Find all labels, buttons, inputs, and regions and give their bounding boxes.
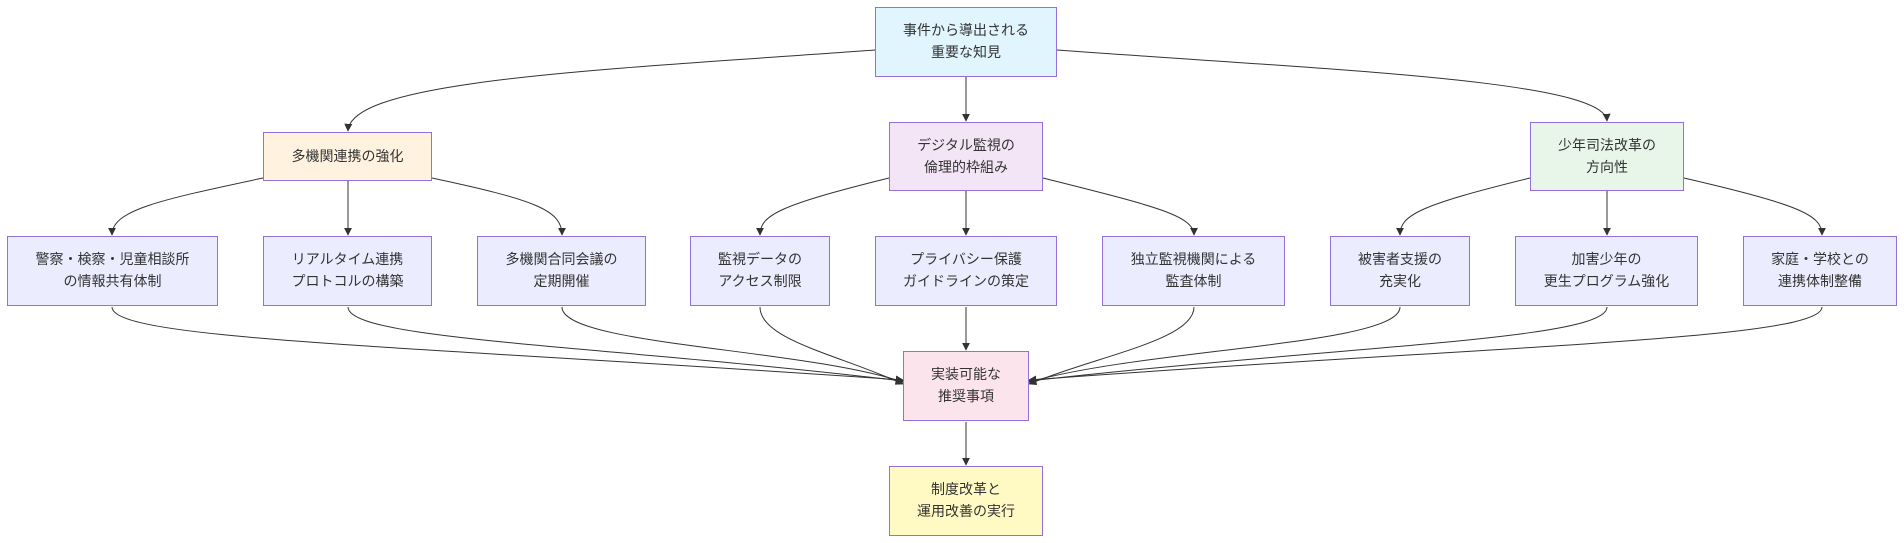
edge-leaf8-recommend: [1028, 306, 1608, 385]
edge-leaf2-recommend: [347, 306, 904, 385]
node-key-insights-line1: 事件から導出される: [903, 23, 1029, 39]
edge-leaf6-recommend: [1028, 306, 1195, 385]
node-data-access-line2: アクセス制限: [718, 274, 802, 290]
node-multi-agency: 多機関連携の強化: [263, 132, 432, 181]
edge-multi-leaf1: [108, 177, 264, 236]
node-rehabilitation-line2: 更生プログラム強化: [1543, 274, 1670, 290]
node-juvenile-justice: 少年司法改革の 方向性: [1530, 122, 1684, 191]
node-juvenile-justice-line2: 方向性: [1586, 159, 1628, 176]
node-digital-ethics: デジタル監視の 倫理的枠組み: [889, 122, 1043, 191]
node-independent-audit-line2: 監査体制: [1165, 274, 1222, 290]
node-execution-line1: 制度改革と: [931, 482, 1001, 498]
edge-juvenile-leaf9: [1683, 177, 1826, 236]
node-realtime-protocol: リアルタイム連携 プロトコルの構築: [263, 236, 432, 306]
node-info-sharing-line1: 警察・検察・児童相談所: [35, 252, 190, 268]
edge-leaf7-recommend: [1028, 306, 1401, 384]
node-recommendations-line1: 実装可能な: [931, 367, 1001, 383]
node-independent-audit-line1: 独立監視機関による: [1130, 252, 1257, 268]
node-joint-meeting-line1: 多機関合同会議の: [505, 252, 618, 268]
node-victim-support: 被害者支援の 充実化: [1330, 236, 1470, 306]
edge-leaf9-recommend: [1028, 306, 1823, 384]
node-realtime-protocol-line2: プロトコルの構築: [291, 274, 404, 290]
edge-leaf3-recommend: [561, 306, 904, 384]
node-family-school-line1: 家庭・学校との: [1771, 252, 1869, 268]
node-victim-support-line2: 充実化: [1379, 274, 1421, 290]
edge-root-juvenile: [1056, 49, 1611, 122]
node-info-sharing-line2: の情報共有体制: [63, 274, 162, 290]
node-data-access: 監視データの アクセス制限: [690, 236, 830, 306]
edge-multi-leaf3: [431, 177, 566, 236]
edge-leaf1-recommend: [111, 306, 904, 384]
node-data-access-line1: 監視データの: [718, 252, 802, 268]
node-execution-line2: 運用改善の実行: [917, 504, 1015, 520]
node-rehabilitation-line1: 加害少年の: [1571, 252, 1642, 268]
edge-juvenile-leaf7: [1396, 177, 1531, 236]
node-rehabilitation: 加害少年の 更生プログラム強化: [1515, 236, 1698, 306]
node-privacy-guideline-line2: ガイドラインの策定: [903, 274, 1029, 290]
node-joint-meeting: 多機関合同会議の 定期開催: [477, 236, 646, 306]
node-key-insights: 事件から導出される 重要な知見: [875, 7, 1057, 77]
node-recommendations-line2: 推奨事項: [938, 389, 994, 405]
node-victim-support-line1: 被害者支援の: [1358, 252, 1442, 268]
edge-digital-leaf6: [1042, 177, 1198, 236]
edge-digital-leaf4: [756, 177, 890, 236]
node-key-insights-line2: 重要な知見: [931, 45, 1001, 61]
node-privacy-guideline: プライバシー保護 ガイドラインの策定: [875, 236, 1057, 306]
node-privacy-guideline-line1: プライバシー保護: [910, 252, 1022, 268]
node-info-sharing: 警察・検察・児童相談所 の情報共有体制: [7, 236, 218, 306]
node-family-school-line2: 連携体制整備: [1778, 274, 1862, 290]
edge-root-multi-agency: [344, 49, 876, 132]
node-execution: 制度改革と 運用改善の実行: [889, 466, 1043, 536]
edge-leaf4-recommend: [759, 306, 904, 385]
node-digital-ethics-line2: 倫理的枠組み: [924, 159, 1008, 176]
node-recommendations: 実装可能な 推奨事項: [903, 351, 1029, 421]
node-independent-audit: 独立監視機関による 監査体制: [1102, 236, 1285, 306]
node-juvenile-justice-line1: 少年司法改革の: [1558, 137, 1656, 154]
node-realtime-protocol-line1: リアルタイム連携: [291, 252, 404, 268]
node-family-school: 家庭・学校との 連携体制整備: [1743, 236, 1897, 306]
node-multi-agency-line1: 多機関連携の強化: [291, 148, 404, 165]
node-joint-meeting-line2: 定期開催: [533, 274, 590, 290]
node-digital-ethics-line1: デジタル監視の: [917, 137, 1015, 154]
